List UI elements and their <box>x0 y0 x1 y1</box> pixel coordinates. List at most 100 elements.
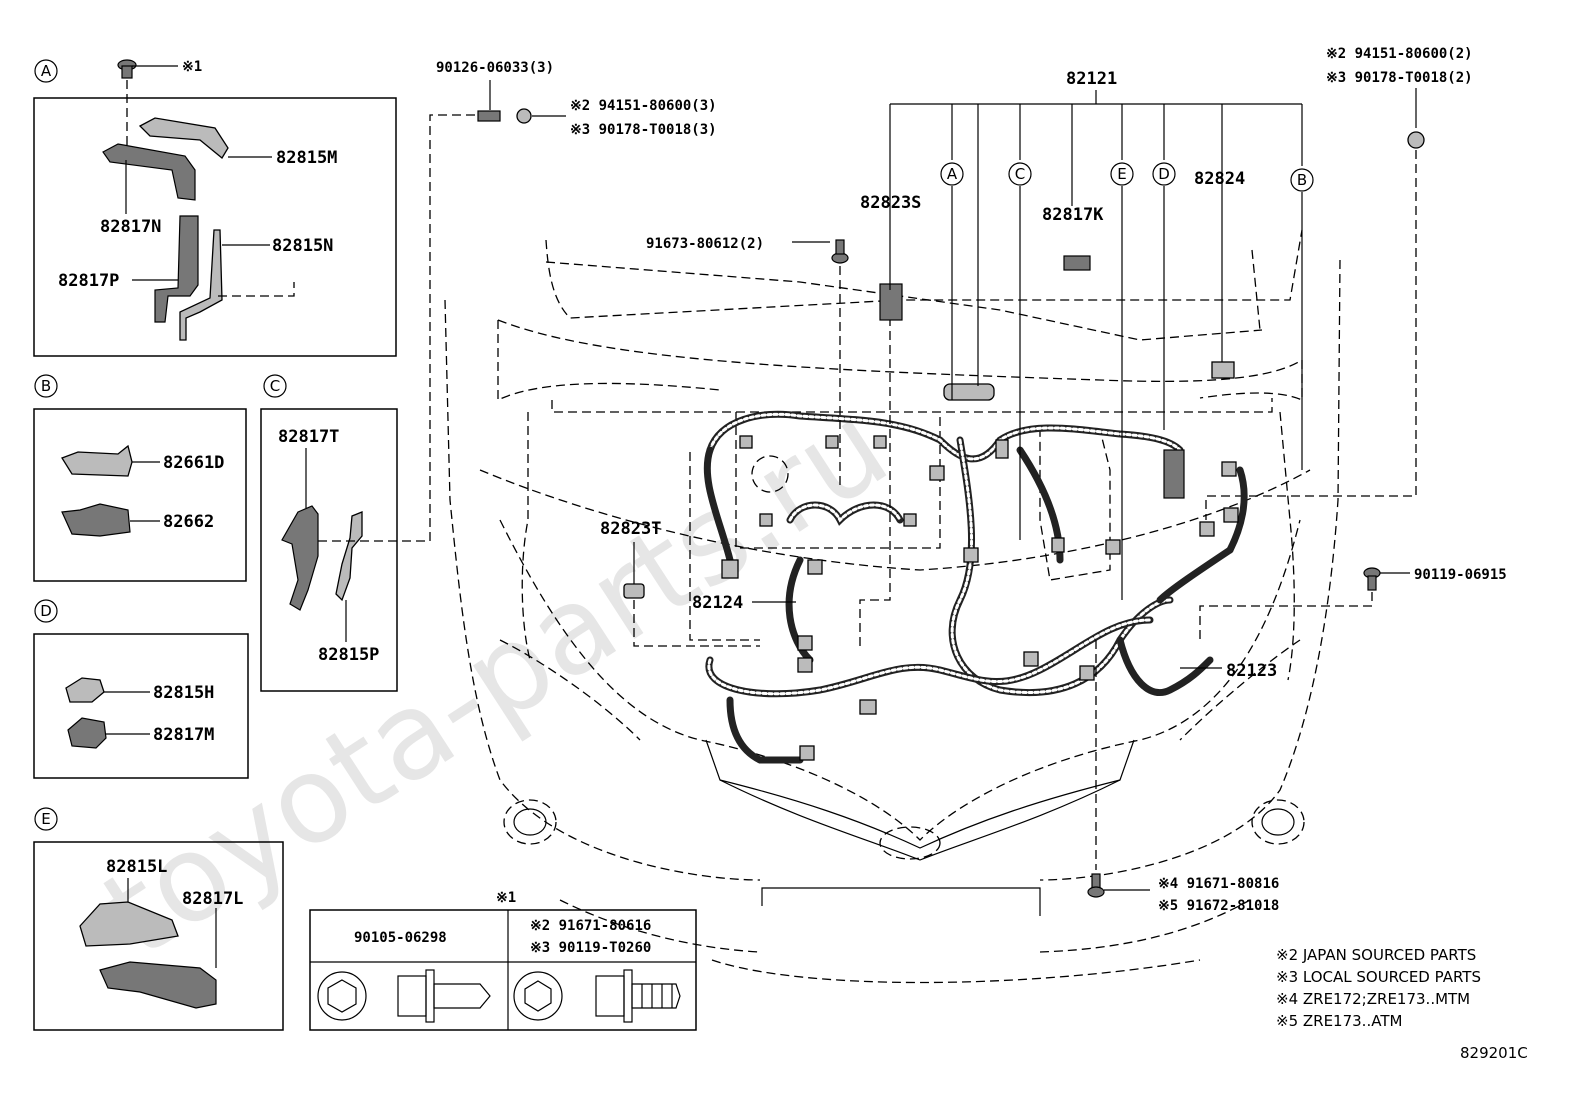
clamp-82661d <box>61 444 133 477</box>
inset-a-marker-circle <box>34 59 58 83</box>
right-fasteners: ※2 94151-80600(2) ※3 90178-T0018(2) <box>1205 46 1473 520</box>
connector <box>1163 449 1185 499</box>
connector <box>995 439 1009 459</box>
notes: ※2 JAPAN SOURCED PARTS ※3 LOCAL SOURCED … <box>1276 946 1528 1062</box>
connector <box>1051 537 1065 553</box>
right-nut-japan-label: ※2 94151-80600(2) <box>1326 46 1473 62</box>
marker-b: B <box>1297 171 1307 189</box>
nut-local-label: ※3 90178-T0018(3) <box>570 122 717 138</box>
connector <box>799 745 815 761</box>
bolt-table: ※1 90105-06298 ※2 91671-80616 ※3 90119-T… <box>309 890 697 1031</box>
bolt-table-header: ※1 <box>496 890 516 906</box>
vehicle-outline <box>444 229 1341 984</box>
connector <box>963 547 979 563</box>
connector <box>739 435 753 449</box>
note-local-sourced: ※3 LOCAL SOURCED PARTS <box>1276 968 1481 986</box>
part-82815m-label: 82815M <box>276 148 337 168</box>
bracket-82815p <box>335 511 363 602</box>
connector <box>1199 521 1215 537</box>
marker-a: A <box>947 165 958 183</box>
part-82815p-label: 82815P <box>318 645 379 665</box>
clamp-82824-label: 82824 <box>1194 169 1245 189</box>
clamp-82815l <box>79 901 179 947</box>
inset-d: D 82815H 82817M <box>33 599 249 779</box>
bolt-table-col2-b: ※3 90119-T0260 <box>530 940 651 956</box>
inset-e: E 82815L 82817L <box>33 807 284 1031</box>
clamp-82815h <box>65 677 105 703</box>
connector <box>825 435 839 449</box>
protector-82817p <box>154 215 199 323</box>
bracket-82815m <box>138 117 229 159</box>
bolt-icon <box>1087 873 1105 898</box>
engine-harness <box>623 255 1248 764</box>
top-fasteners: 90126-06033(3) ※2 94151-80600(3) ※3 9017… <box>436 60 717 138</box>
relay-block-82823s <box>879 283 903 321</box>
harness-82124-label: 82124 <box>692 593 743 613</box>
harness-clamp <box>943 383 995 401</box>
nut-japan-label: ※2 94151-80600(3) <box>570 98 717 114</box>
connector <box>1223 507 1239 523</box>
part-82817n-label: 82817N <box>100 217 161 237</box>
clamp-82662 <box>61 503 131 537</box>
cover-82823t <box>623 583 645 599</box>
nut-icon <box>1407 131 1425 149</box>
bolt-table-col2-a: ※2 91671-80616 <box>530 918 651 934</box>
part-82662-label: 82662 <box>163 512 214 532</box>
bolt-90119-06915-label: 90119-06915 <box>1414 567 1507 583</box>
marker-e: E <box>1117 165 1126 183</box>
inset-a-frame <box>33 97 397 357</box>
inset-b: B 82661D 82662 <box>33 374 247 582</box>
bolt-91673-label: 91673-80612(2) <box>646 236 764 252</box>
protector-82817k-label: 82817K <box>1042 205 1104 225</box>
connector <box>1105 539 1121 555</box>
bolt-91672-label: ※5 91672-81018 <box>1158 898 1279 914</box>
connector <box>797 635 813 651</box>
stud-icon <box>477 110 501 122</box>
note-zre172-mtm: ※4 ZRE172;ZRE173..MTM <box>1276 990 1470 1008</box>
bracket-82815n <box>179 229 223 341</box>
clamp-82824 <box>1211 361 1235 379</box>
main-callouts: 82121 A C E D B 82823S 82817K 82824 9167… <box>600 69 1507 914</box>
marker-d: D <box>1158 165 1170 183</box>
inset-b-marker: B <box>41 377 51 395</box>
part-82817t-label: 82817T <box>278 427 339 447</box>
stud-label: 90126-06033(3) <box>436 60 554 76</box>
connector <box>721 559 739 579</box>
connector <box>807 559 823 575</box>
connector <box>1023 651 1039 667</box>
connector <box>859 699 877 715</box>
inset-b-frame <box>33 408 247 582</box>
part-82815n-label: 82815N <box>272 236 333 256</box>
part-82817m-label: 82817M <box>153 725 214 745</box>
inset-d-frame <box>33 633 249 779</box>
inset-a-bolt-note: ※1 <box>182 59 202 75</box>
protector-82817t <box>281 505 319 611</box>
part-82661d-label: 82661D <box>163 453 224 473</box>
inset-a: A ※1 82815M 82817N 82815N 82817P <box>33 59 397 357</box>
part-82815l-label: 82815L <box>106 857 167 877</box>
harness-82121-label: 82121 <box>1066 69 1117 89</box>
connector <box>1079 665 1095 681</box>
note-japan-sourced: ※2 JAPAN SOURCED PARTS <box>1276 946 1476 964</box>
hex-head-icon <box>317 971 367 1021</box>
connector <box>759 513 773 527</box>
part-82817p-label: 82817P <box>58 271 119 291</box>
diagram-code: 829201C <box>1460 1044 1528 1062</box>
part-82817l-label: 82817L <box>182 889 243 909</box>
connector <box>797 657 813 673</box>
protector-82817k <box>1063 255 1091 271</box>
connector <box>873 435 887 449</box>
inset-c-marker: C <box>270 377 280 395</box>
note-zre173-atm: ※5 ZRE173..ATM <box>1276 1012 1402 1030</box>
protector-82817n <box>102 143 196 201</box>
bolt-icon <box>117 59 137 79</box>
harness-82123-label: 82123 <box>1226 661 1277 681</box>
bolt-table-col1: 90105-06298 <box>354 930 447 946</box>
part-82815h-label: 82815H <box>153 683 214 703</box>
connector <box>929 465 945 481</box>
inset-c-frame <box>260 408 398 692</box>
inset-a-marker: A <box>41 62 52 80</box>
protector-82817l <box>99 961 217 1009</box>
cover-82823t-label: 82823T <box>600 519 661 539</box>
